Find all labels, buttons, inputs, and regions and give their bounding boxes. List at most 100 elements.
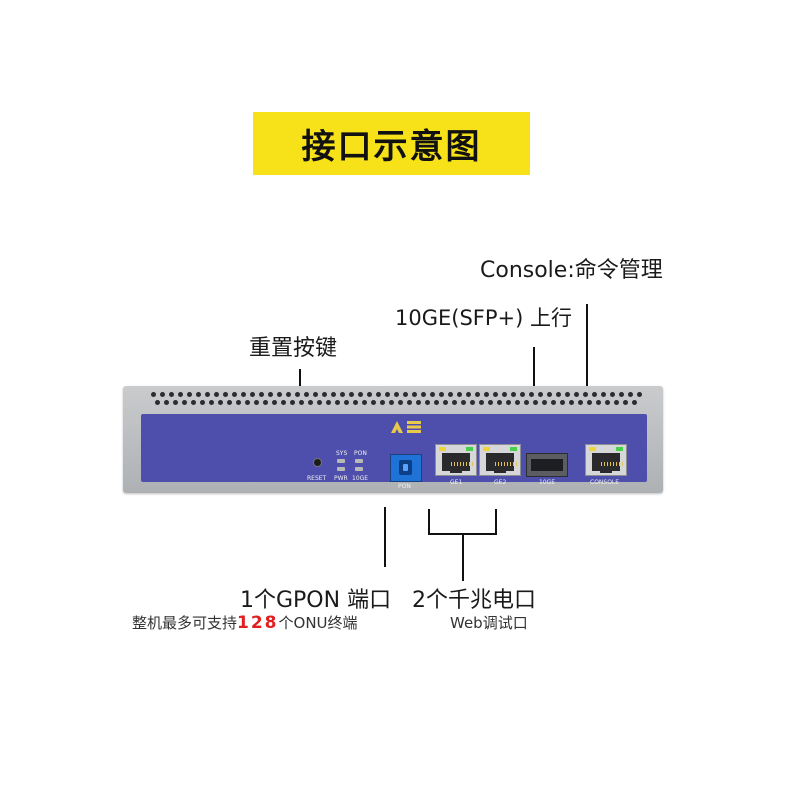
ge2-link-led <box>483 447 490 451</box>
vent-hole <box>187 392 192 397</box>
ge1-link-led <box>439 447 446 451</box>
ge1-act-led <box>466 447 473 451</box>
vent-hole <box>425 400 430 405</box>
sfp-port[interactable] <box>526 453 568 477</box>
vent-hole <box>335 400 340 405</box>
vent-hole <box>569 400 574 405</box>
vent-hole <box>326 400 331 405</box>
vent-hole <box>560 400 565 405</box>
vent-hole <box>236 400 241 405</box>
ge2-label: GE2 <box>494 479 507 486</box>
vent-hole <box>358 392 363 397</box>
vent-row <box>155 400 637 405</box>
ge2-port[interactable] <box>479 444 521 476</box>
vent-hole <box>209 400 214 405</box>
ge1-label: GE1 <box>450 479 463 486</box>
vent-hole <box>479 400 484 405</box>
vent-hole <box>421 392 426 397</box>
device-chassis: SYS PON PWR 10GE RESET PON GE1 <box>123 386 663 493</box>
vent-hole <box>448 392 453 397</box>
vent-hole <box>389 400 394 405</box>
vent-hole <box>218 400 223 405</box>
ge2-act-led <box>510 447 517 451</box>
vent-hole <box>331 392 336 397</box>
vent-hole <box>587 400 592 405</box>
console-latch <box>600 467 612 473</box>
reset-button[interactable] <box>313 458 322 467</box>
vent-hole <box>344 400 349 405</box>
vent-hole <box>565 392 570 397</box>
vent-hole <box>574 392 579 397</box>
vent-hole <box>632 400 637 405</box>
ge1-port[interactable] <box>435 444 477 476</box>
pwr-led <box>337 467 345 471</box>
pon-led <box>355 459 363 463</box>
vent-hole <box>191 400 196 405</box>
vent-hole <box>254 400 259 405</box>
vent-hole <box>592 392 597 397</box>
ge-bracket-right <box>495 509 497 535</box>
vent-hole <box>430 392 435 397</box>
vent-hole <box>524 400 529 405</box>
vent-hole <box>308 400 313 405</box>
vent-hole <box>286 392 291 397</box>
vent-hole <box>439 392 444 397</box>
sfp-port-label: 10GE <box>539 479 556 486</box>
console-led-left <box>589 447 596 451</box>
vent-hole <box>538 392 543 397</box>
vent-hole <box>277 392 282 397</box>
vent-hole <box>614 400 619 405</box>
vent-hole <box>263 400 268 405</box>
vent-row <box>151 392 642 397</box>
sfp-cage <box>531 459 563 471</box>
vent-hole <box>457 392 462 397</box>
vent-hole <box>547 392 552 397</box>
vent-hole <box>601 392 606 397</box>
vent-hole <box>268 392 273 397</box>
vent-hole <box>200 400 205 405</box>
vent-hole <box>245 400 250 405</box>
vent-hole <box>173 400 178 405</box>
console-led-right <box>616 447 623 451</box>
title-banner: 接口示意图 <box>253 112 530 175</box>
pon-led-label: PON <box>354 450 367 457</box>
vent-hole <box>542 400 547 405</box>
console-socket <box>592 453 623 471</box>
vent-hole <box>403 392 408 397</box>
vent-hole <box>583 392 588 397</box>
vent-hole <box>340 392 345 397</box>
ge-bracket-left <box>428 509 430 535</box>
vent-hole <box>461 400 466 405</box>
vent-hole <box>556 392 561 397</box>
vent-hole <box>533 400 538 405</box>
vent-hole <box>484 392 489 397</box>
ge-callout-label: 2个千兆电口 <box>412 588 536 613</box>
vent-hole <box>353 400 358 405</box>
onu-count-highlight: 128 <box>237 613 279 633</box>
vent-hole <box>529 392 534 397</box>
vent-hole <box>362 400 367 405</box>
pwr-led-label: PWR <box>334 475 348 482</box>
vent-hole <box>596 400 601 405</box>
vent-hole <box>628 392 633 397</box>
reset-callout-label: 重置按键 <box>249 336 338 361</box>
vent-hole <box>250 392 255 397</box>
vent-hole <box>367 392 372 397</box>
vent-hole <box>232 392 237 397</box>
console-port-label: CONSOLE <box>590 479 620 486</box>
pon-port-connector <box>399 460 412 475</box>
reset-label: RESET <box>307 475 327 482</box>
vent-hole <box>155 400 160 405</box>
console-port[interactable] <box>585 444 627 476</box>
vent-hole <box>470 400 475 405</box>
vent-hole <box>281 400 286 405</box>
vent-hole <box>475 392 480 397</box>
vent-hole <box>619 392 624 397</box>
vent-hole <box>502 392 507 397</box>
vent-hole <box>304 392 309 397</box>
vent-hole <box>511 392 516 397</box>
vent-hole <box>551 400 556 405</box>
sys-led-label: SYS <box>336 450 348 457</box>
pon-port-ferrule <box>403 464 408 471</box>
pon-port[interactable] <box>390 454 422 482</box>
